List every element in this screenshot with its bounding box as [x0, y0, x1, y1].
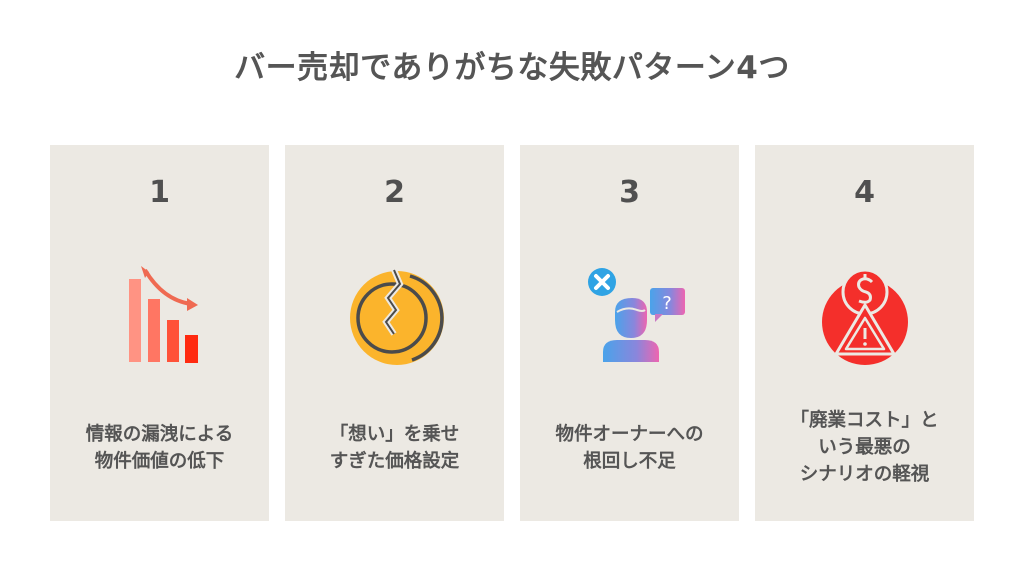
pattern-card-4: 4 「廃業コスト」と いう最悪の シナリオの軽視 [755, 145, 974, 521]
card-label: 物件オーナーへの 根回し不足 [555, 424, 704, 472]
confused-person-icon: ? [575, 260, 685, 370]
page-title: バー売却でありがちな失敗パターン4つ [234, 50, 790, 86]
card-number: 3 [619, 175, 640, 210]
money-warning-icon [810, 260, 920, 370]
cracked-coin-icon [340, 260, 450, 370]
card-label: 「想い」を乗せ すぎた価格設定 [329, 424, 460, 472]
card-number: 4 [854, 175, 875, 210]
pattern-card-2: 2 「想い」を乗せ すぎた価格設定 [285, 145, 504, 521]
card-label: 情報の漏洩による 物件価値の低下 [85, 424, 234, 472]
card-number: 1 [149, 175, 170, 210]
declining-bar-chart-icon [105, 260, 215, 370]
card-number: 2 [384, 175, 405, 210]
card-label: 「廃業コスト」と いう最悪の シナリオの軽視 [790, 410, 939, 485]
pattern-card-3: 3 ? 物件オーナーへの 根回し不足 [520, 145, 739, 521]
svg-text:?: ? [662, 293, 672, 314]
pattern-card-1: 1 情報の漏洩による 物件価値の低下 [50, 145, 269, 521]
